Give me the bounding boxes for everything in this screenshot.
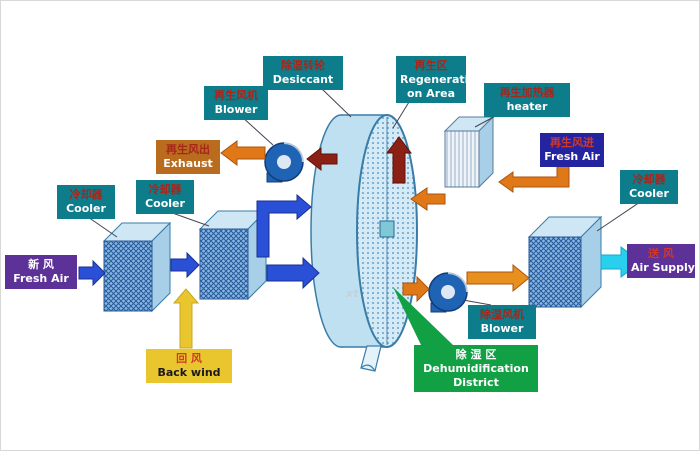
label-cooler1-zh: 冷却器: [69, 188, 103, 201]
arrow-cooler2-to-wheel-low: [266, 256, 320, 290]
label-dehum-blower-zh: 除湿风机: [480, 308, 524, 321]
label-air-supply: 送 风 Air Supply: [627, 244, 695, 278]
arrow-regenfresh-to-heater: [498, 163, 570, 193]
label-air-supply-zh: 送 风: [648, 247, 674, 260]
label-regen-blower-en: Blower: [214, 102, 258, 116]
arrow-blower-to-cooler3: [466, 263, 530, 293]
label-cooler3-zh: 冷却器: [632, 173, 666, 186]
arrow-blower-to-exhaust: [220, 140, 266, 166]
label-regen-blower: 再生风机 Blower: [204, 86, 268, 120]
regen-blower-unit: [264, 142, 304, 183]
label-exhaust-zh: 再生风出: [166, 143, 210, 156]
regen-heater-unit: [443, 115, 495, 189]
label-regen-heater-zh: 再生加热器: [499, 86, 555, 99]
label-regen-heater: 再生加热器 heater: [484, 83, 570, 117]
label-cooler-left2: 冷却器 Cooler: [136, 180, 194, 214]
arrow-wheel-to-dehum-blower: [402, 275, 430, 303]
arrow-back-wind-up: [172, 288, 200, 349]
label-desiccant-en: Desiccant: [272, 72, 334, 86]
label-desiccant-zh: 除湿转轮: [281, 59, 325, 72]
label-exhaust-en: Exhaust: [163, 156, 213, 170]
label-fresh-air: 新 风 Fresh Air: [5, 255, 77, 289]
label-dehum-district-en2: District: [453, 375, 499, 389]
label-pointer-lines: [84, 87, 644, 306]
arrow-heater-to-wheel: [410, 187, 446, 211]
arrow-cooler1-to-cooler2: [170, 251, 200, 279]
label-cooler-left1: 冷却器 Cooler: [57, 185, 115, 219]
label-regen-area-en1: Regenerati: [400, 72, 469, 86]
label-back-wind: 回 风 Back wind: [146, 349, 232, 383]
label-fresh-air-en: Fresh Air: [13, 271, 69, 285]
label-dehum-blower-en: Blower: [480, 321, 524, 335]
label-dehum-district-zh: 除 湿 区: [455, 348, 497, 361]
arrow-cooler2-to-wheel-high: [256, 193, 312, 258]
label-cooler2-zh: 冷却器: [148, 183, 182, 196]
label-regen-fresh-air: 再生风进 Fresh Air: [540, 133, 604, 167]
label-fresh-air-zh: 新 风: [28, 258, 54, 271]
cooler-unit-right: [527, 215, 603, 309]
label-cooler-right: 冷却器 Cooler: [620, 170, 678, 204]
cooler-unit-left2: [198, 209, 268, 301]
label-back-wind-en: Back wind: [157, 365, 221, 379]
dehum-district-wedge: [393, 287, 453, 345]
label-dehum-blower: 除湿风机 Blower: [468, 305, 536, 339]
label-back-wind-zh: 回 风: [176, 352, 202, 365]
regen-air-arrows: [220, 136, 570, 211]
label-cooler3-en: Cooler: [629, 186, 669, 200]
sheet-icon: [360, 345, 382, 372]
label-exhaust: 再生风出 Exhaust: [156, 140, 220, 174]
label-desiccant-wheel: 除湿转轮 Desiccant: [263, 56, 343, 90]
arrow-freshair-to-cooler1: [78, 259, 106, 287]
label-regeneration-area: 再生区 Regenerati on Area: [396, 56, 469, 104]
label-regen-blower-zh: 再生风机: [214, 89, 258, 102]
label-regen-fresh-en: Fresh Air: [544, 149, 600, 163]
label-air-supply-en: Air Supply: [631, 260, 695, 274]
cooler-unit-left1: [102, 221, 172, 313]
arrow-into-regen-blower: [306, 146, 338, 172]
label-regen-area-zh: 再生区: [414, 59, 448, 72]
label-dehum-district: 除 湿 区 Dehumidification District: [414, 345, 538, 393]
label-regen-heater-en: heater: [506, 99, 548, 113]
label-regen-fresh-zh: 再生风进: [550, 136, 594, 149]
label-dehum-district-en1: Dehumidification: [423, 361, 529, 375]
arrow-wheel-regen-out-up: [386, 136, 412, 184]
label-cooler2-en: Cooler: [145, 196, 185, 210]
dehum-blower-unit: [428, 272, 468, 313]
label-cooler1-en: Cooler: [66, 201, 106, 215]
watermark-text: xt: [346, 287, 359, 300]
process-air-arrows: [78, 193, 320, 290]
label-regen-area-en2: on Area: [406, 86, 456, 100]
